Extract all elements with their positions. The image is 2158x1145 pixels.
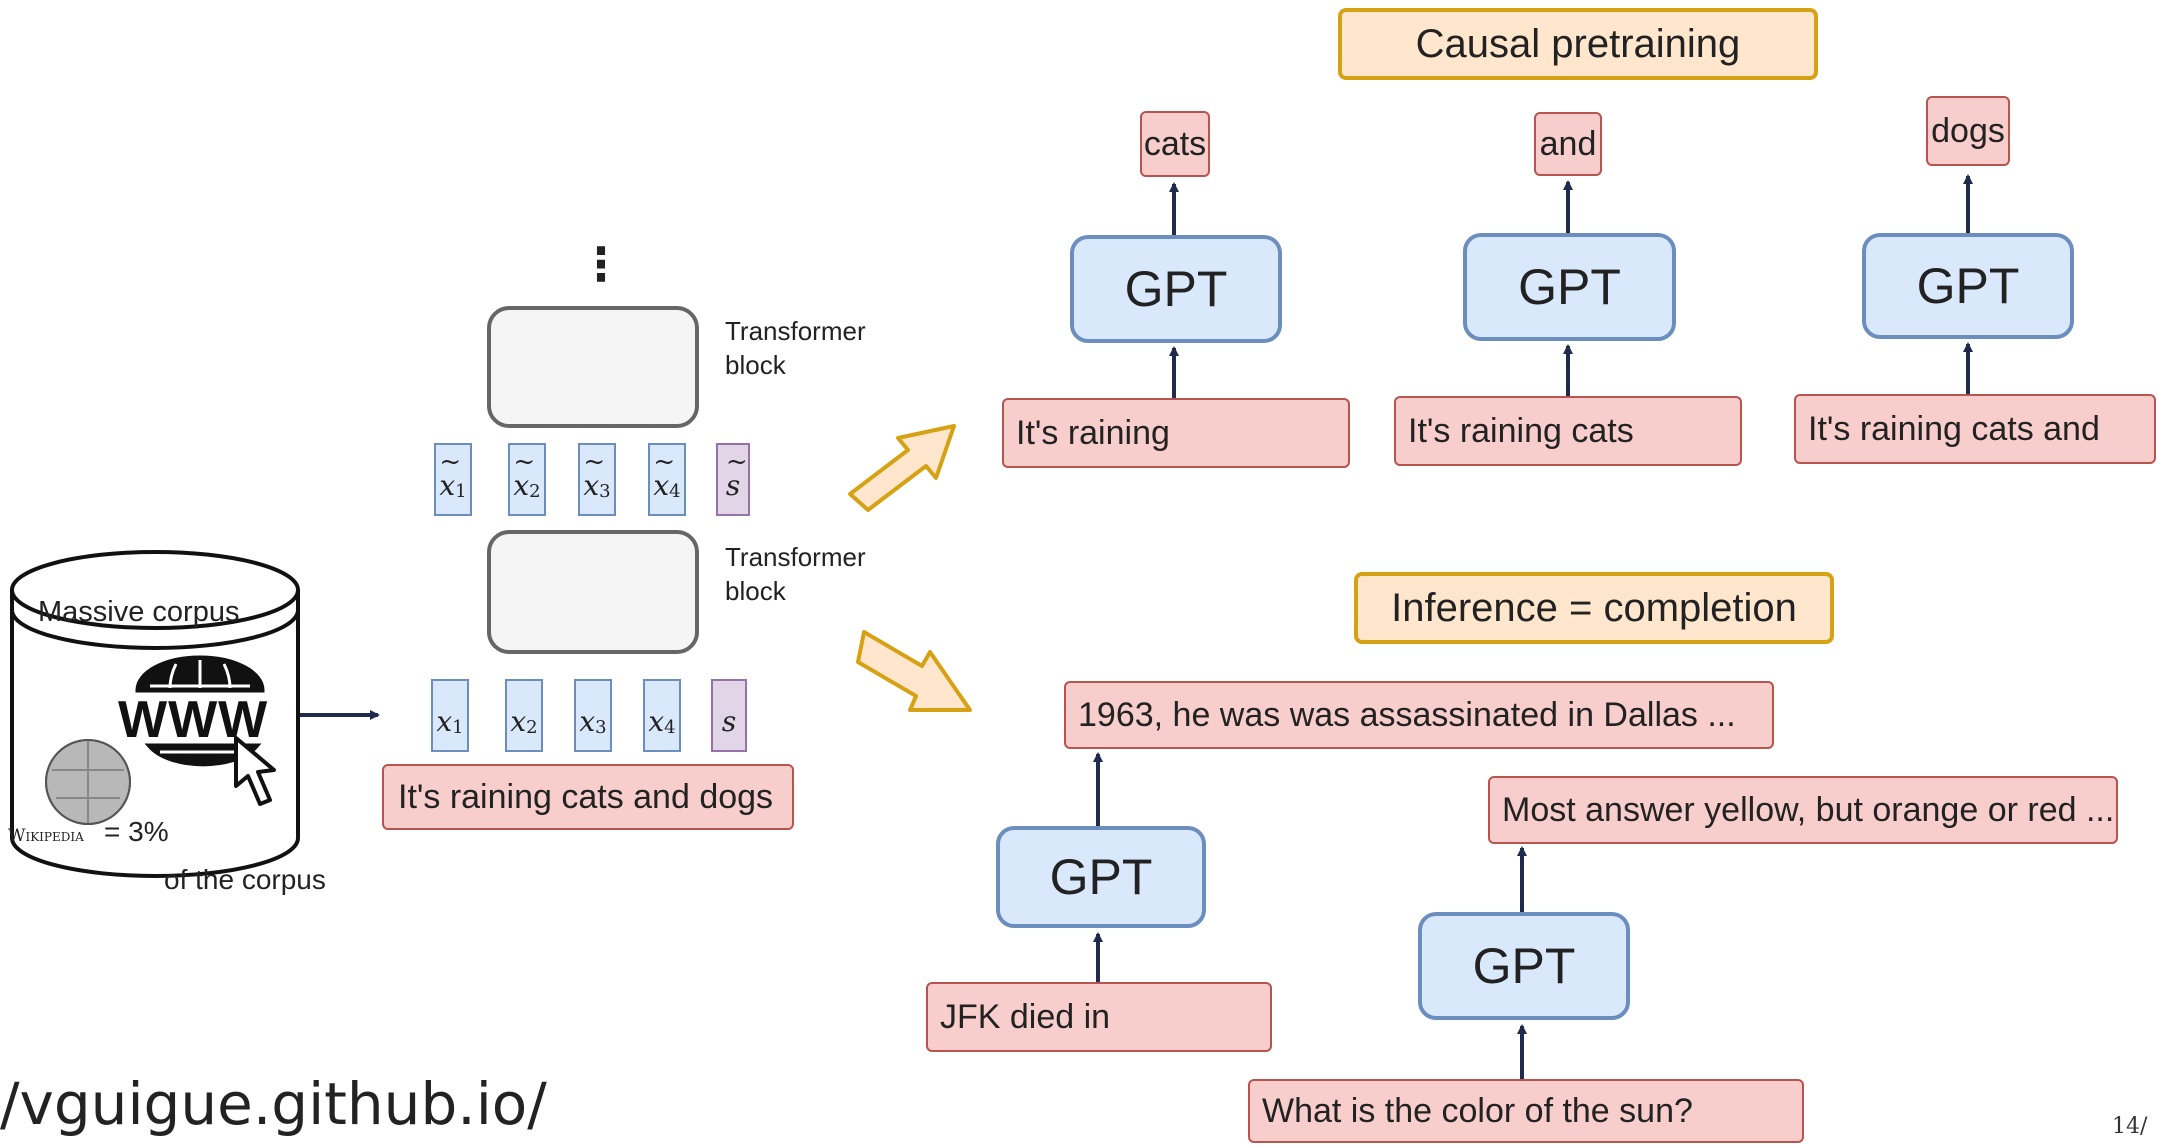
completion-output-text: 1963, he was was assassinated in Dallas … [1064, 681, 1774, 749]
big-arrow-to-causal [848, 424, 956, 512]
token-symbol: x [648, 705, 665, 738]
gpt-model-box: GPT [1463, 233, 1676, 341]
token-subscript: 3 [595, 717, 607, 738]
globe-icon [135, 655, 265, 767]
transformer-block-upper [487, 306, 699, 428]
output-summary-embedding: s [716, 443, 750, 516]
completion-input-text: What is the color of the sun? [1248, 1079, 1804, 1143]
completion-output-text: Most answer yellow, but orange or red ..… [1488, 776, 2118, 844]
transformer-input-text: It's raining cats and dogs [382, 764, 794, 830]
causal-input-text: It's raining cats and [1794, 394, 2156, 464]
output-token-and: and [1534, 112, 1602, 176]
token-subscript: 1 [452, 717, 464, 738]
output-token-dogs: dogs [1926, 96, 2010, 166]
gpt-model-box: GPT [1070, 235, 1282, 343]
transformer-block-label: Transformer block [725, 316, 866, 380]
transformer-block-label: Transformer block [725, 542, 866, 606]
token-symbol: s [721, 705, 737, 738]
completion-input-text: JFK died in [926, 982, 1272, 1052]
vertical-ellipsis: ⋮ [578, 238, 624, 290]
wikipedia-share-note: of the corpus [164, 864, 326, 895]
token-subscript: 3 [599, 481, 611, 502]
token-subscript: 4 [664, 717, 676, 738]
token-symbol: x [579, 705, 596, 738]
token-symbol: x [436, 705, 453, 738]
wikipedia-share: = 3% [104, 816, 169, 847]
token-symbol: x [653, 447, 669, 502]
causal-input-text: It's raining cats [1394, 396, 1742, 466]
output-token-cats: cats [1140, 111, 1210, 177]
token-symbol: x [513, 447, 529, 502]
output-token-embedding: x3 [578, 443, 616, 516]
inference-completion-header: Inference = completion [1354, 572, 1834, 644]
www-text: WWW [118, 691, 269, 749]
gpt-model-box: GPT [1862, 233, 2074, 339]
page-number: 14/ [2112, 1114, 2148, 1139]
footer-url[interactable]: /vguigue.github.io/ [0, 1070, 547, 1138]
gpt-model-box: GPT [1418, 912, 1630, 1020]
token-subscript: 2 [526, 717, 538, 738]
gpt-model-box: GPT [996, 826, 1206, 928]
big-arrow-to-inference [856, 630, 972, 712]
causal-input-text: It's raining [1002, 398, 1350, 468]
token-symbol: s [726, 447, 741, 502]
token-symbol: x [583, 447, 599, 502]
transformer-block-lower [487, 530, 699, 654]
output-token-embedding: x2 [508, 443, 546, 516]
token-subscript: 2 [529, 481, 541, 502]
corpus-label: Massive corpus [38, 596, 240, 628]
token-symbol: x [510, 705, 527, 738]
causal-pretraining-header: Causal pretraining [1338, 8, 1818, 80]
output-token-embedding: x4 [648, 443, 686, 516]
wikipedia-wordmark: Wikipedia [8, 826, 84, 846]
output-token-embedding: x1 [434, 443, 472, 516]
token-subscript: 4 [669, 481, 681, 502]
token-subscript: 1 [455, 481, 467, 502]
input-summary-embedding: s [711, 679, 747, 752]
cursor-icon [234, 736, 276, 806]
token-symbol: x [439, 447, 455, 502]
wikipedia-globe-icon [45, 739, 131, 825]
